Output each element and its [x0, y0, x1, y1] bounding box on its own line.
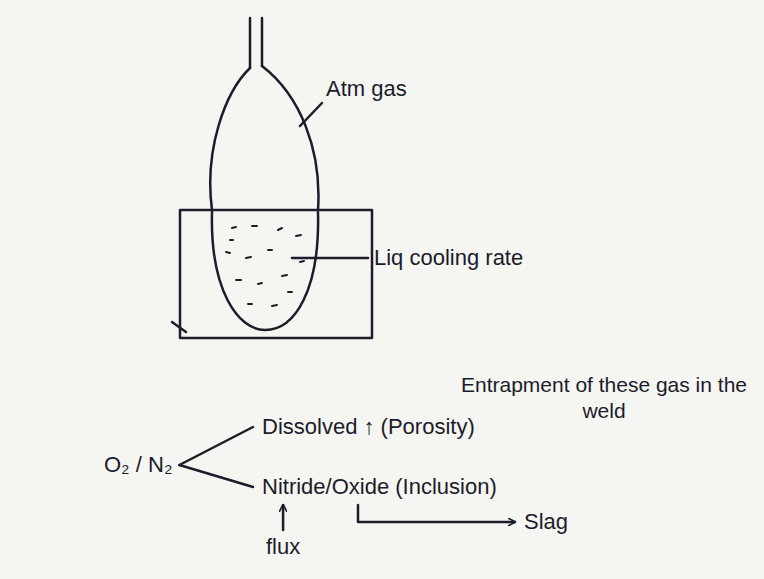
text-node: flux: [262, 532, 304, 562]
branch-line: [179, 427, 253, 465]
gas-dots: [226, 226, 304, 306]
leader-line: [300, 103, 322, 126]
weld-pool: [212, 212, 318, 330]
arrow-connector: [282, 505, 285, 530]
annotation-label: Liq cooling rate: [374, 245, 523, 271]
node-text: Dissolved ↑ (Porosity): [262, 414, 475, 440]
workpiece-plate: [180, 210, 372, 338]
leader-line: [292, 257, 368, 260]
arrow-connector: [358, 505, 515, 522]
torch-nozzle: [250, 18, 262, 68]
arc-gas-shroud: [210, 66, 318, 210]
node-text: flux: [266, 534, 300, 560]
text-node: Slag: [520, 507, 572, 537]
branch-line: [179, 465, 253, 487]
node-text: Nitride/Oxide (Inclusion): [262, 474, 497, 500]
text-node: O₂ / N₂: [100, 450, 176, 480]
text-node: Nitride/Oxide (Inclusion): [258, 472, 501, 502]
text-node: Dissolved ↑ (Porosity): [258, 412, 479, 442]
node-text: Slag: [524, 509, 568, 535]
annotation-label: Atm gas: [326, 76, 407, 102]
plate-tick: [172, 322, 186, 332]
annotation-label: Entrapment of these gas in the weld: [448, 372, 760, 424]
node-text: O₂ / N₂: [104, 452, 172, 478]
